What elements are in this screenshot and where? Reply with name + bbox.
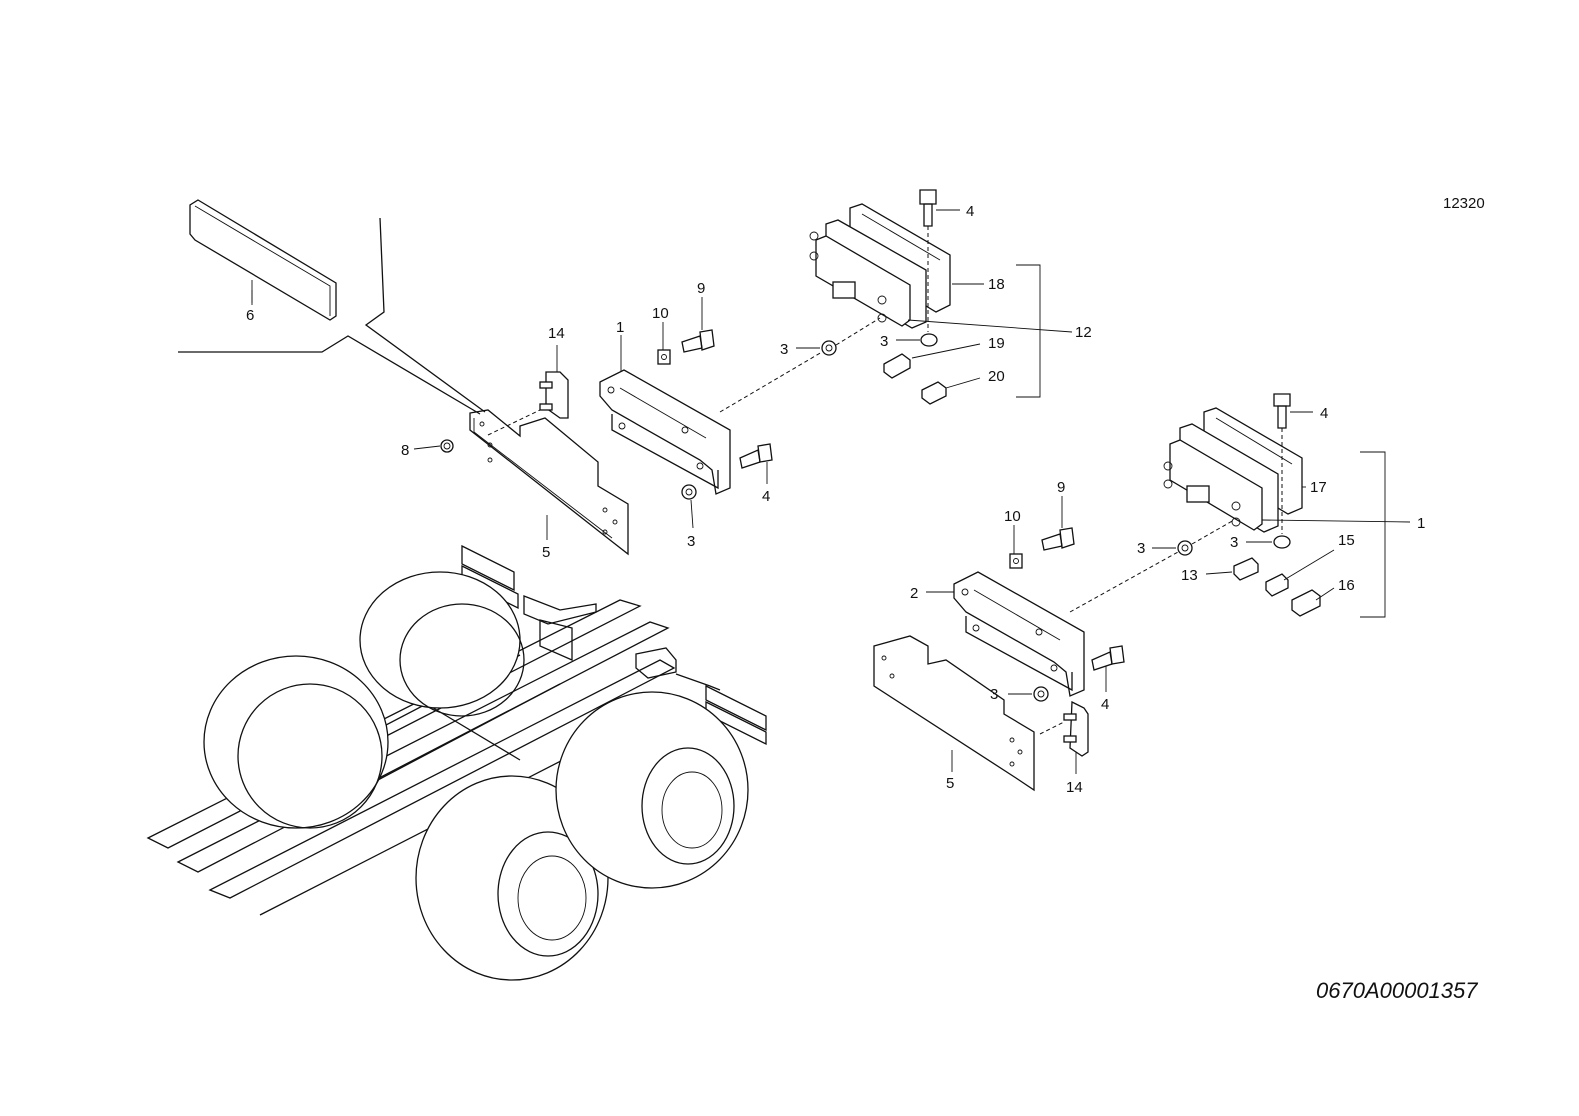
nut-3-mid	[821, 340, 837, 356]
callout-9-right: 9	[1057, 479, 1065, 496]
callout-17: 17	[1310, 479, 1327, 496]
leader-lines	[251, 209, 1335, 774]
callout-1-right: 1	[1417, 515, 1425, 532]
clip-left	[539, 371, 569, 419]
callout-14-right: 14	[1066, 779, 1083, 796]
vehicle-chassis	[146, 544, 767, 981]
callout-3-right-mid: 3	[1137, 540, 1145, 557]
bulb-16	[1291, 589, 1321, 617]
callout-6: 6	[246, 307, 254, 324]
square-nut-left	[657, 349, 671, 365]
callout-20: 20	[988, 368, 1005, 385]
callout-10-right: 10	[1004, 508, 1021, 525]
nut-3-under-lamp	[920, 333, 938, 347]
callout-14-left: 14	[548, 325, 565, 342]
callout-4-top: 4	[966, 203, 974, 220]
callout-16: 16	[1338, 577, 1355, 594]
callout-3-left-bottom: 3	[687, 533, 695, 550]
drawing-code: 12320	[1443, 195, 1485, 212]
bolt-9-left	[681, 329, 715, 353]
bulb-19	[883, 353, 911, 379]
mounting-plate-right	[873, 635, 1035, 792]
nut-8	[440, 439, 454, 453]
callout-3-mid: 3	[780, 341, 788, 358]
callout-labels: 6 14 1 10 9 8 5 3 4 3 4 18 12 3 19 20 4 …	[246, 203, 1425, 796]
callout-8: 8	[401, 442, 409, 459]
callout-10-left: 10	[652, 305, 669, 322]
nut-3-under-right-lamp	[1273, 535, 1291, 549]
callout-5-right: 5	[946, 775, 954, 792]
callout-18: 18	[988, 276, 1005, 293]
nut-3-right-bottom	[1033, 686, 1049, 702]
bracket-left	[599, 369, 731, 495]
callout-4-left: 4	[762, 488, 770, 505]
callout-13: 13	[1181, 567, 1198, 584]
callout-1-left: 1	[616, 319, 624, 336]
bolt-4-top	[919, 189, 937, 227]
bulb-13	[1233, 557, 1259, 581]
bolt-4-right	[1091, 645, 1125, 671]
nut-3-left-bottom	[681, 484, 697, 500]
callout-2: 2	[910, 585, 918, 602]
callout-9-left: 9	[697, 280, 705, 297]
callout-3-right-bottom: 3	[990, 686, 998, 703]
clip-right	[1063, 700, 1089, 757]
callout-5-left: 5	[542, 544, 550, 561]
bracket-right	[953, 571, 1085, 697]
bolt-4-right-top	[1273, 393, 1291, 429]
callout-12: 12	[1075, 324, 1092, 341]
callout-wedge	[178, 217, 486, 415]
bulb-15	[1265, 573, 1289, 597]
reflector-plate	[189, 199, 337, 321]
callout-19: 19	[988, 335, 1005, 352]
callout-4-right-top: 4	[1320, 405, 1328, 422]
bolt-4-left	[739, 443, 773, 469]
callout-3-under-right-lamp: 3	[1230, 534, 1238, 551]
tail-lamp-17	[1163, 407, 1303, 533]
square-nut-right	[1009, 553, 1023, 569]
mounting-plate-left	[469, 409, 629, 556]
nut-3-right-mid	[1177, 540, 1193, 556]
callout-4-right: 4	[1101, 696, 1109, 713]
callout-3-under-lamp: 3	[880, 333, 888, 350]
callout-15: 15	[1338, 532, 1355, 549]
bolt-9-right	[1041, 527, 1075, 551]
tail-lamp-18	[809, 203, 951, 329]
bulb-20	[921, 381, 947, 405]
document-number: 0670A00001357	[1316, 978, 1478, 1003]
